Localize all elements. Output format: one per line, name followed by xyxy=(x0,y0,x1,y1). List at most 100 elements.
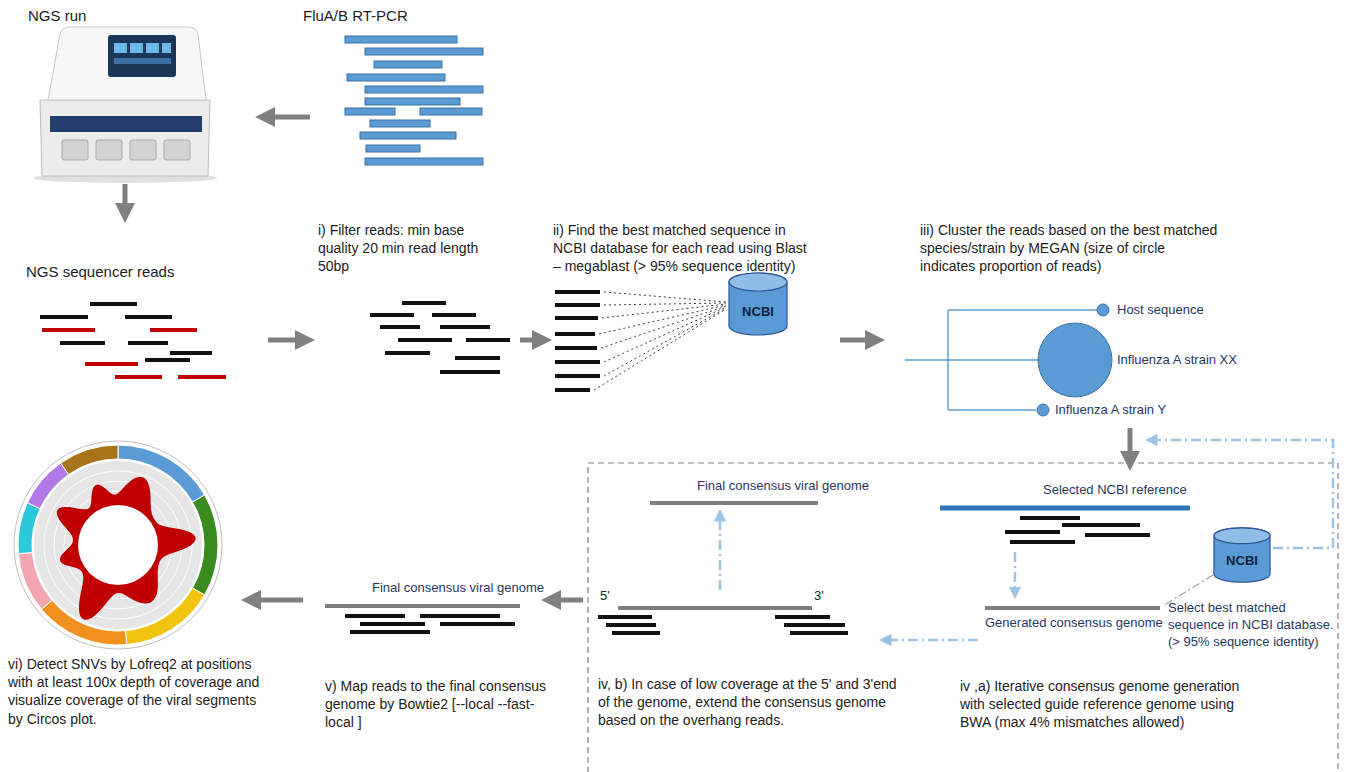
illustration-shape xyxy=(594,292,726,390)
read xyxy=(555,332,595,336)
read xyxy=(466,338,510,342)
read xyxy=(370,313,414,317)
read xyxy=(606,623,656,627)
node-text: NCBI xyxy=(1213,527,1271,568)
read xyxy=(150,328,197,332)
read xyxy=(1085,533,1150,537)
amplicon xyxy=(365,86,483,93)
read xyxy=(440,622,515,626)
tree-branch xyxy=(948,359,1038,361)
slot xyxy=(164,140,190,160)
amplicon xyxy=(365,48,483,55)
slot xyxy=(96,140,122,160)
flow-arrows xyxy=(125,117,1130,600)
read xyxy=(145,358,190,362)
iteration-arrow xyxy=(884,639,978,642)
read xyxy=(178,375,226,379)
aligned-reads xyxy=(1005,518,1150,542)
cylinder-lid xyxy=(729,273,787,291)
amplicon xyxy=(420,108,482,115)
flow-arrow xyxy=(1128,428,1133,462)
sequencer-band xyxy=(50,116,202,132)
circos-plot xyxy=(14,441,222,649)
tree-branch xyxy=(948,309,1097,311)
label-text: Selected NCBI reference xyxy=(1043,482,1187,499)
match-line xyxy=(604,308,726,376)
match-line xyxy=(602,304,726,318)
read xyxy=(42,328,95,332)
match-line xyxy=(594,309,726,390)
read xyxy=(1005,530,1060,534)
amplicon xyxy=(360,132,456,139)
tree-branch xyxy=(905,359,948,361)
sequencer xyxy=(33,27,217,183)
flow-arrow xyxy=(250,598,303,603)
label-text: Generated consensus genome xyxy=(985,615,1163,632)
match-line xyxy=(604,303,726,305)
center-disc xyxy=(78,505,158,585)
slot xyxy=(62,140,88,160)
amplicon xyxy=(374,61,442,68)
tree-branch xyxy=(948,409,1036,411)
read xyxy=(420,614,500,618)
cluster-circle xyxy=(1037,404,1049,416)
flow-arrow xyxy=(550,598,583,603)
tick-ring xyxy=(14,441,222,649)
label-text: i) Filter reads: min base quality 20 min… xyxy=(318,221,483,276)
read xyxy=(115,375,162,379)
illustration-shape xyxy=(555,292,600,390)
sequencer-screen xyxy=(108,35,176,77)
label-text: NGS sequencer reads xyxy=(26,262,174,282)
read xyxy=(385,351,430,355)
read xyxy=(125,315,172,319)
read xyxy=(555,303,600,307)
mapped-reads xyxy=(345,616,515,632)
screen-tile xyxy=(130,43,143,53)
amplicon xyxy=(370,120,430,127)
consensus-line xyxy=(985,606,1160,610)
consensus-line xyxy=(650,501,818,505)
flow-arrow xyxy=(520,338,543,343)
match-line xyxy=(604,292,726,302)
read xyxy=(598,615,652,619)
label-text: FluA/B RT-PCR xyxy=(303,6,408,26)
raw-reads xyxy=(40,304,226,377)
label-text: NGS run xyxy=(28,6,86,26)
label-text: iii) Cluster the reads based on the best… xyxy=(920,221,1220,276)
amplicon xyxy=(366,145,420,152)
flow-arrow xyxy=(840,338,876,343)
read xyxy=(432,313,476,317)
read xyxy=(555,388,590,392)
amplicon xyxy=(347,74,445,81)
iteration-arrow xyxy=(719,514,722,590)
cylinder-body xyxy=(729,273,787,335)
read xyxy=(85,362,138,366)
read xyxy=(128,341,168,345)
screen-tile xyxy=(162,43,171,53)
read xyxy=(345,614,405,618)
read xyxy=(90,302,137,306)
flow-arrow xyxy=(268,338,306,343)
read xyxy=(350,630,430,634)
label-text: iv, b) In case of low coverage at the 5'… xyxy=(598,675,898,730)
screen-tile xyxy=(146,43,159,53)
amplicons xyxy=(345,36,483,165)
read xyxy=(380,325,420,329)
overhang-reads xyxy=(598,617,848,633)
sequencer-body xyxy=(40,100,210,176)
flow-arrow xyxy=(123,184,128,214)
consensus-line xyxy=(618,606,812,610)
read xyxy=(360,622,425,626)
label-text: Host sequence xyxy=(1117,302,1204,319)
read xyxy=(555,316,598,320)
consensus-line xyxy=(325,604,520,608)
coverage-track xyxy=(57,477,196,620)
cluster-circle xyxy=(1038,323,1112,397)
match-line xyxy=(599,305,726,334)
read xyxy=(775,615,830,619)
read xyxy=(555,290,600,294)
cylinder-lid xyxy=(1214,528,1270,544)
screen-bar xyxy=(114,58,171,64)
read xyxy=(1062,523,1140,527)
